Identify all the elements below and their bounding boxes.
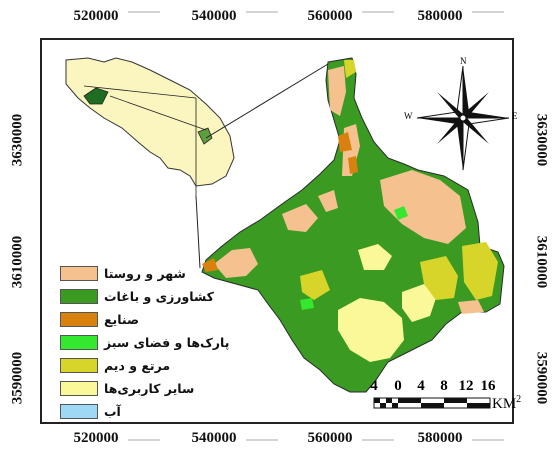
scale-label: 12 [458, 378, 474, 394]
study-area-map [201, 57, 505, 393]
area-rangeland-4 [300, 270, 330, 300]
scale-label: 4 [370, 378, 378, 394]
legend-item: آب [60, 400, 206, 423]
coord-top-2: 540000 [191, 8, 237, 24]
coord-bottom-2: 540000 [191, 430, 237, 446]
scale-label: 8 [440, 378, 448, 394]
compass-w-label: W [404, 111, 413, 121]
scale-unit-text: KM [492, 396, 517, 412]
legend-item: صنایع [60, 308, 206, 331]
map-legend: شهر و روستا کشاورزی و باغات صنایع پارک‌ه… [60, 262, 229, 423]
legend-label: پارک‌ها و فضای سبز [104, 335, 230, 350]
area-urban-7 [318, 190, 338, 212]
area-other-uses [338, 298, 404, 362]
compass-n-label: N [460, 56, 467, 66]
north-arrow-icon [416, 65, 510, 171]
inset-province-highlight [83, 87, 109, 105]
compass-e-label: E [512, 111, 518, 121]
legend-item: مرتع و دیم [60, 354, 206, 377]
coord-bottom-4: 580000 [417, 430, 463, 446]
legend-swatch-water [60, 404, 98, 419]
area-urban-8 [458, 300, 484, 314]
coord-top-3: 560000 [307, 8, 353, 24]
area-urban [328, 66, 346, 116]
area-other-uses-2 [402, 284, 436, 322]
legend-label: آب [104, 404, 121, 419]
scale-unit: KM2 [492, 394, 521, 413]
scale-label: 0 [394, 378, 402, 394]
legend-label: سایر کاربری‌ها [104, 381, 195, 396]
area-urban-6 [440, 196, 462, 222]
coord-top-1: 520000 [73, 8, 119, 24]
coord-bottom-3: 560000 [307, 430, 353, 446]
scale-unit-power: 2 [516, 394, 522, 405]
iran-inset-map [65, 57, 235, 196]
area-other-uses-3 [358, 244, 392, 270]
area-urban-4 [214, 248, 258, 278]
area-parks [394, 206, 408, 220]
scale-label: 4 [417, 378, 425, 394]
legend-item: کشاورزی و باغات [60, 285, 214, 308]
coord-bottom-1: 520000 [73, 430, 119, 446]
inset-connector-line-2 [195, 195, 201, 269]
area-rangeland [344, 60, 356, 78]
graticule-ticks [128, 11, 504, 441]
legend-swatch-industry [60, 312, 98, 327]
scale-label: 16 [480, 378, 496, 394]
coord-top-4: 580000 [417, 8, 463, 24]
legend-item: پارک‌ها و فضای سبز [60, 331, 229, 354]
inset-connector-line [205, 63, 329, 139]
legend-swatch-urban [60, 266, 98, 281]
area-industry-2 [348, 156, 358, 174]
legend-item: شهر و روستا [60, 262, 206, 285]
legend-label: صنایع [104, 312, 140, 327]
scale-bar [373, 397, 491, 409]
legend-swatch-parks [60, 335, 98, 350]
legend-swatch-rangeland [60, 358, 98, 373]
legend-swatch-agriculture [60, 289, 98, 304]
legend-swatch-other [60, 381, 98, 396]
area-parks-2 [300, 298, 314, 310]
area-rangeland-2 [420, 256, 458, 300]
legend-label: کشاورزی و باغات [104, 289, 214, 304]
legend-label: شهر و روستا [104, 266, 186, 281]
area-industry [338, 132, 352, 152]
area-urban-3 [380, 170, 466, 244]
area-industry-3 [202, 258, 218, 272]
legend-item: سایر کاربری‌ها [60, 377, 206, 400]
legend-label: مرتع و دیم [104, 358, 171, 373]
area-rangeland-3 [462, 242, 498, 300]
area-urban-5 [282, 204, 318, 232]
